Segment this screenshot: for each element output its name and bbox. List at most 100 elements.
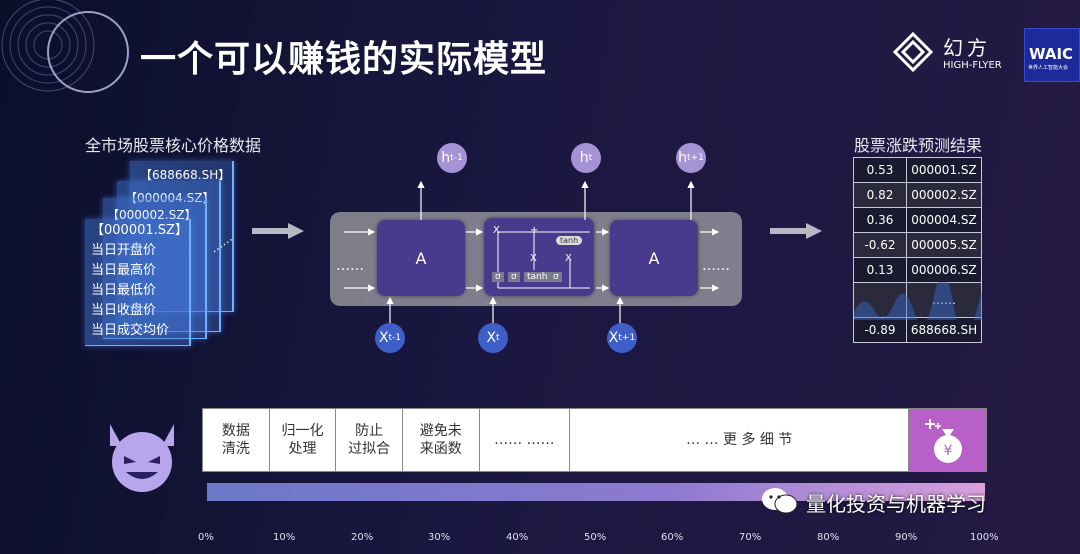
- card-code: 【000001.SZ】: [91, 223, 188, 238]
- stock-code: 000002.SZ: [906, 182, 982, 208]
- cell-label: A: [648, 248, 660, 268]
- sigma-gate: σ: [550, 272, 562, 282]
- h-sub: t: [588, 153, 593, 163]
- tick-label: 40%: [506, 532, 529, 543]
- waic-text: WAIC: [1029, 45, 1074, 63]
- sigma-gate: σ: [508, 272, 520, 282]
- add-op: +: [530, 225, 539, 236]
- card-code: 【000002.SZ】: [107, 208, 197, 222]
- lstm-connections: [344, 180, 720, 324]
- tick-label: 10%: [273, 532, 296, 543]
- pred-value: 0.36: [853, 207, 907, 233]
- progress-ticks: 0% 10% 20% 30% 40% 50% 60% 70% 80% 90% 1…: [195, 532, 1015, 546]
- tick-label: 70%: [739, 532, 762, 543]
- x-label: X: [378, 330, 389, 346]
- stock-code: 000006.SZ: [906, 257, 982, 283]
- x-sub: t+1: [618, 333, 636, 343]
- lstm-ellipsis-left: ……: [336, 258, 364, 274]
- pred-value: -0.62: [853, 232, 907, 258]
- h-sub: t-1: [450, 153, 463, 163]
- output-section-label: 股票涨跌预测结果: [854, 136, 983, 155]
- tick-label: 30%: [428, 532, 451, 543]
- tick-label: 20%: [351, 532, 374, 543]
- lstm-cell-detail: [484, 218, 594, 296]
- decorative-rings: [1, 0, 129, 93]
- tick-label: 50%: [584, 532, 607, 543]
- tick-label: 90%: [895, 532, 918, 543]
- pred-value: -0.89: [853, 317, 907, 343]
- stock-code: 688668.SH: [906, 317, 982, 343]
- tanh-gate: tanh: [524, 272, 551, 282]
- card-field: 当日成交均价: [91, 323, 170, 338]
- pred-value: 0.13: [853, 257, 907, 283]
- page-title: 一个可以赚钱的实际模型: [140, 39, 548, 80]
- lstm-cell-prev: A: [377, 220, 465, 296]
- high-flyer-mark-icon: [893, 32, 933, 73]
- stock-code: 000004.SZ: [906, 207, 982, 233]
- x-label: X: [486, 330, 497, 346]
- lstm-ellipsis-right: ……: [702, 258, 730, 274]
- multiply-op: X: [530, 253, 537, 264]
- lstm-cell-next: A: [610, 220, 698, 296]
- pred-value: 0.82: [853, 182, 907, 208]
- tick-label: 80%: [817, 532, 840, 543]
- h-sub: t+1: [687, 153, 704, 163]
- h-label: h: [441, 150, 451, 166]
- x-sub: t-1: [388, 333, 402, 343]
- x-sub: t: [496, 333, 500, 343]
- tick-label: 0%: [198, 532, 214, 543]
- tick-label: 100%: [970, 532, 999, 543]
- h-label: h: [678, 150, 688, 166]
- wechat-icon: [762, 488, 798, 514]
- pred-value: 0.53: [853, 157, 907, 183]
- waic-logo: WAIC 世界人工智能大会: [1024, 28, 1080, 82]
- card-field: 当日收盘价: [91, 303, 157, 318]
- money-bag-tile: ¥: [909, 409, 986, 471]
- card-field: 当日开盘价: [91, 243, 157, 258]
- step-data-cleaning: 数据 清洗: [203, 409, 270, 471]
- card-field: 当日最高价: [91, 263, 157, 278]
- card-code: 【688668.SH】: [140, 168, 231, 182]
- step-avoid-future-func: 避免未 来函数: [403, 409, 480, 471]
- card-field: 当日最低价: [91, 283, 157, 298]
- data-card-front: 【000001.SZ】 当日开盘价 当日最高价 当日最低价 当日收盘价 当日成交…: [85, 219, 191, 346]
- table-row: ……: [853, 282, 982, 318]
- step-normalization: 归一化 处理: [270, 409, 337, 471]
- brand-en: HIGH-FLYER: [943, 60, 1002, 71]
- input-section-label: 全市场股票核心价格数据: [85, 136, 262, 155]
- stock-code: ……: [906, 282, 982, 318]
- arrow-right-icon: [770, 223, 822, 239]
- cell-label: A: [415, 248, 427, 268]
- tanh-op: tanh: [556, 236, 583, 245]
- step-prevent-overfit: 防止 过拟合: [336, 409, 403, 471]
- stock-code: 000001.SZ: [906, 157, 982, 183]
- devil-face-icon: [110, 424, 174, 492]
- tick-label: 60%: [661, 532, 684, 543]
- multiply-op: X: [565, 253, 572, 264]
- multiply-op: X: [493, 225, 500, 236]
- sigma-gate: σ: [492, 272, 504, 282]
- pipeline-steps: 数据 清洗 归一化 处理 防止 过拟合 避免未 来函数 …… …… … … 更 …: [202, 408, 987, 472]
- watermark-text: 量化投资与机器学习: [806, 492, 986, 516]
- gate-row: σ σ tanh σ: [490, 272, 590, 286]
- svg-text:¥: ¥: [943, 443, 952, 459]
- arrow-right-icon: [252, 223, 304, 239]
- waic-sub: 世界人工智能大会: [1028, 65, 1069, 71]
- step-more-details: … … 更 多 细 节: [570, 409, 910, 471]
- high-flyer-logo: 幻方 HIGH-FLYER: [893, 30, 1019, 78]
- h-label: h: [579, 150, 589, 166]
- x-label: X: [608, 330, 619, 346]
- price-wave-decoration: [854, 282, 982, 320]
